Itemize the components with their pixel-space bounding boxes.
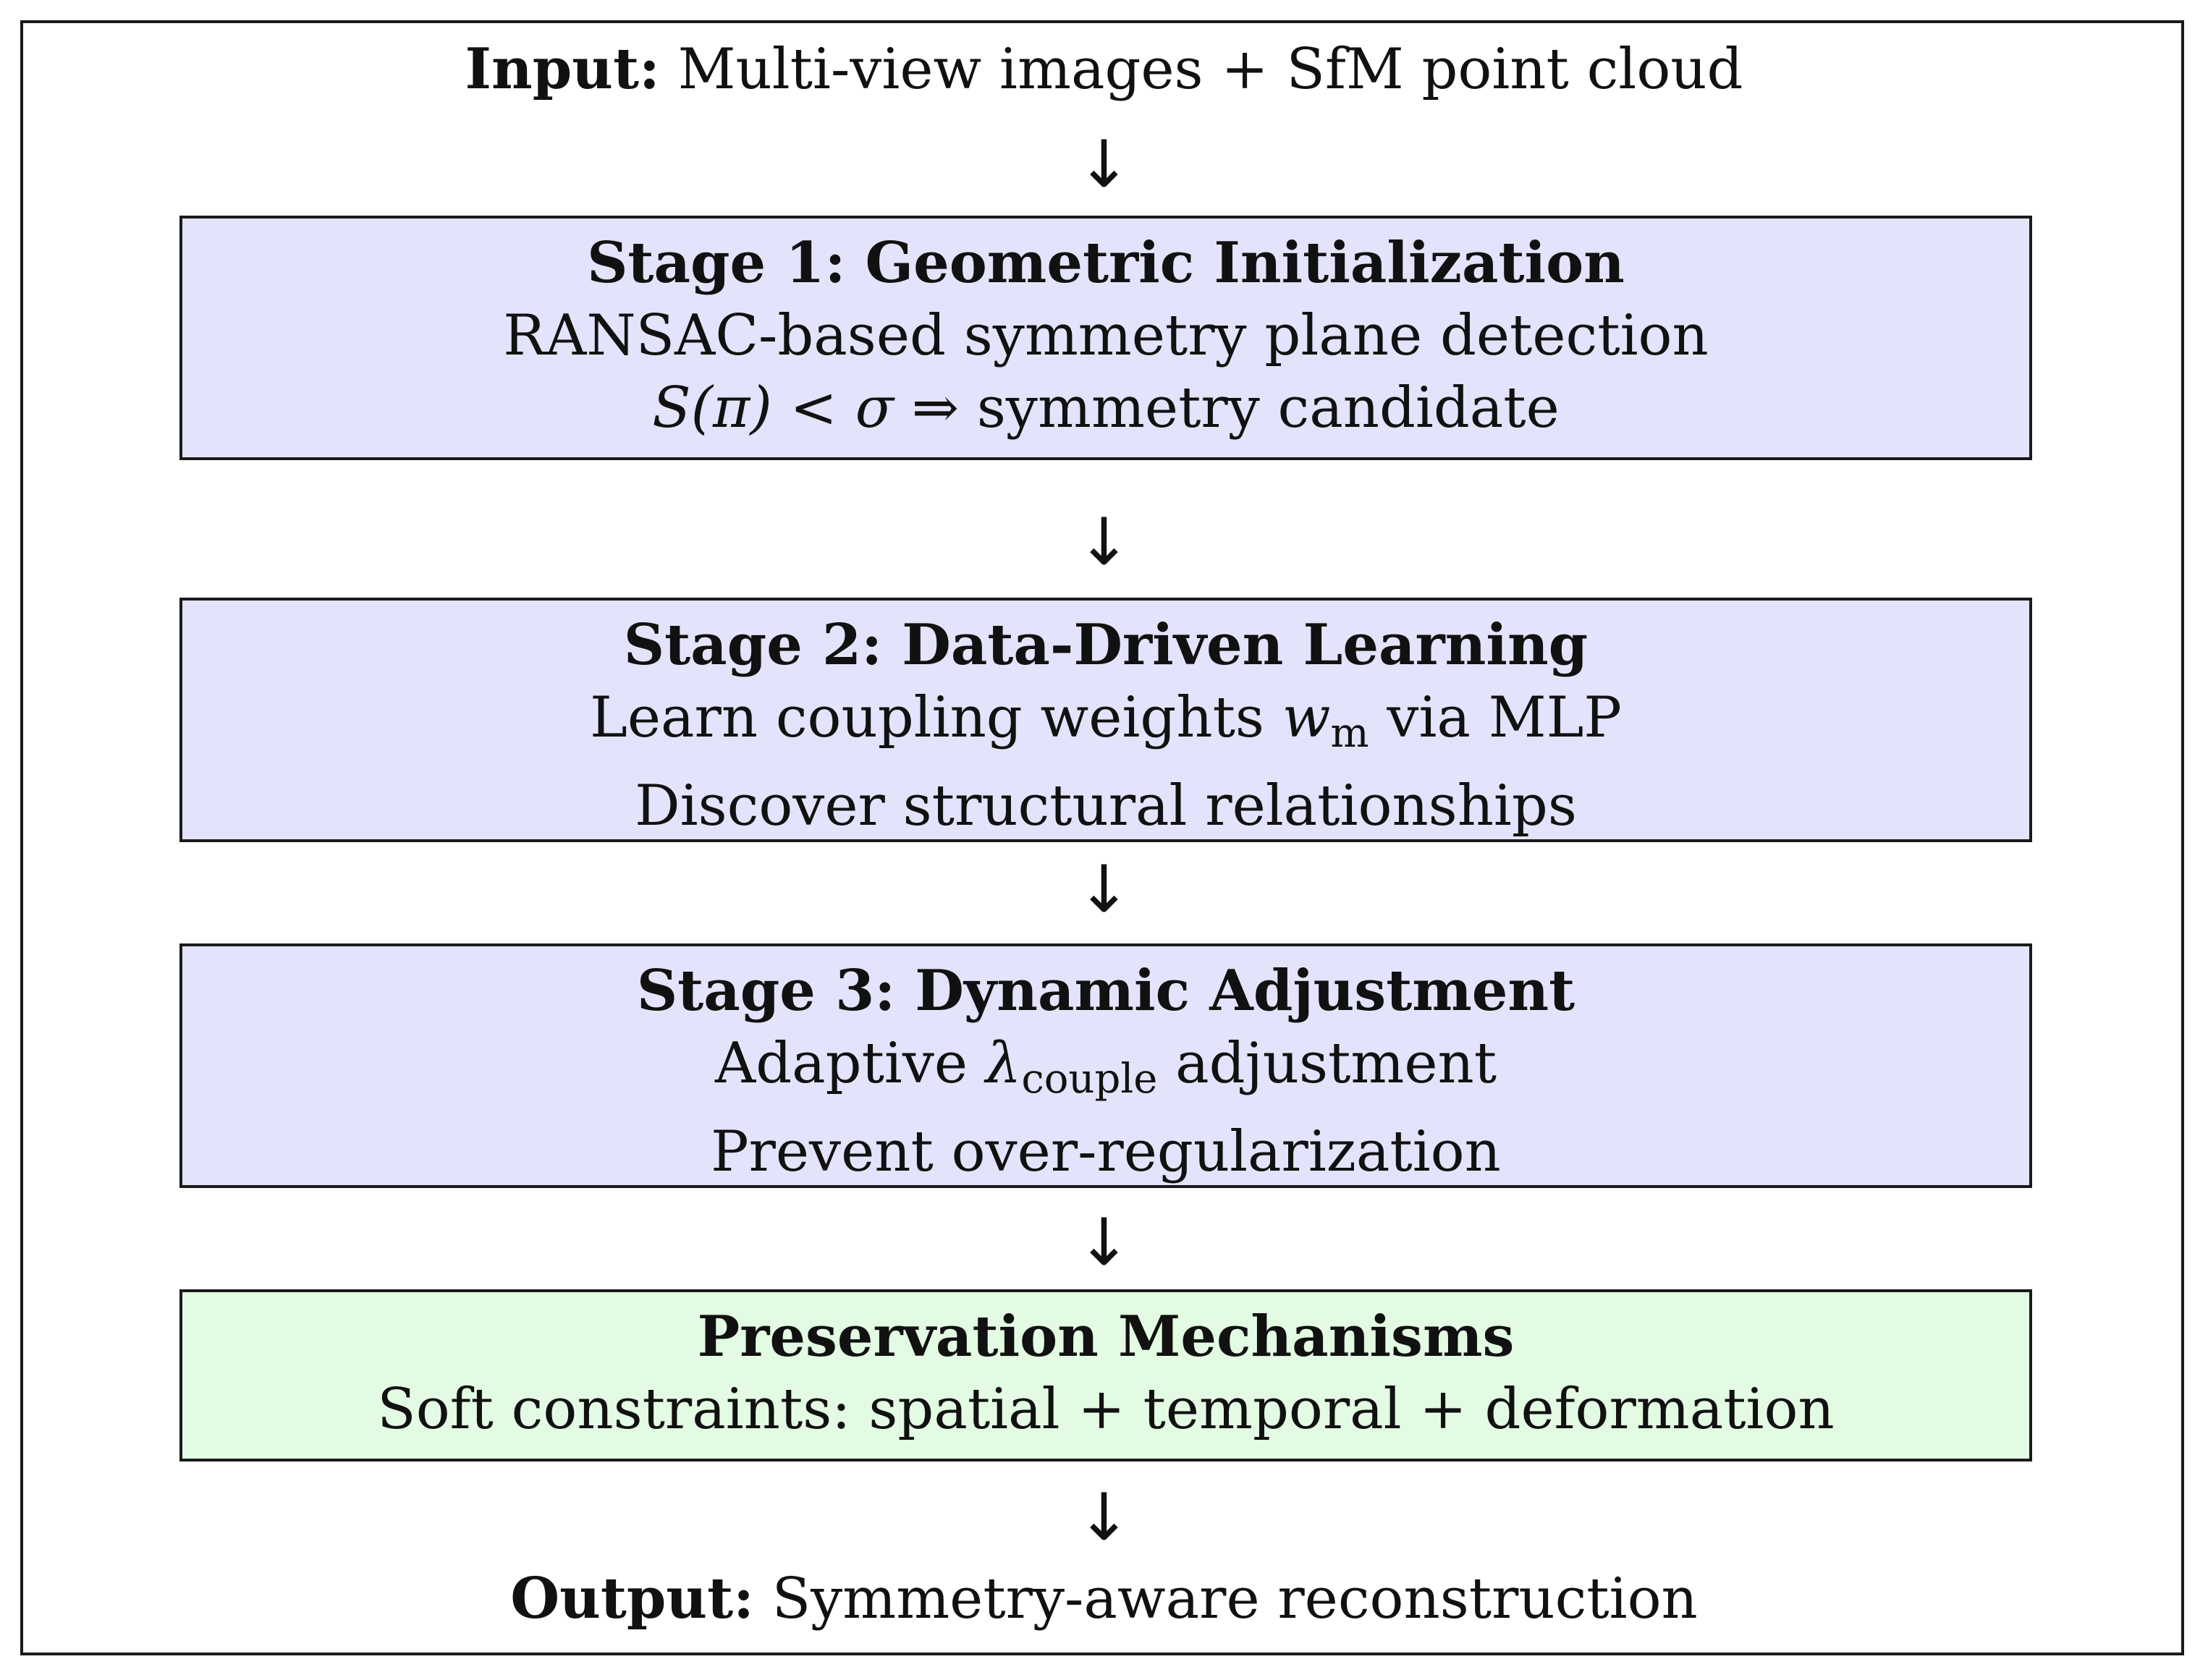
stage-1-line2-text: symmetry candidate [976, 376, 1560, 441]
diagram-frame [20, 20, 2184, 1655]
arrow-icon: ↓ [1076, 1480, 1132, 1556]
stage-3-line2: Prevent over-regularization [711, 1119, 1501, 1184]
stage-1-title: Stage 1: Geometric Initialization [587, 230, 1625, 296]
stage-3-lambda-subscript: couple [1021, 1056, 1158, 1103]
stage-1-box: Stage 1: Geometric Initialization RANSAC… [179, 216, 2032, 460]
stage-2-title: Stage 2: Data-Driven Learning [623, 612, 1589, 678]
stage-2-weight-subscript: m [1330, 710, 1369, 757]
arrow-icon: ↓ [1076, 852, 1132, 928]
stage-3-line1-pre: Adaptive [714, 1031, 968, 1096]
stage-2-box: Stage 2: Data-Driven Learning Learn coup… [179, 598, 2032, 842]
arrow-icon: ↓ [1076, 504, 1132, 580]
output-text: Symmetry-aware reconstruction [771, 1566, 1698, 1632]
stage-1-formula: S(π) < σ ⇒ [652, 376, 960, 441]
stage-2-weight-symbol: w [1282, 685, 1331, 750]
stage-1-line2: S(π) < σ ⇒ symmetry candidate [182, 372, 2029, 444]
stage-1-line1: RANSAC-based symmetry plane detection [503, 303, 1709, 368]
arrow-icon: ↓ [1076, 1205, 1132, 1281]
preservation-title: Preservation Mechanisms [697, 1304, 1515, 1370]
output-line: Output: Symmetry-aware reconstruction [0, 1563, 2208, 1635]
preservation-box: Preservation Mechanisms Soft constraints… [179, 1289, 2032, 1461]
stage-2-line1-pre: Learn coupling weights [590, 685, 1264, 750]
arrow-icon: ↓ [1076, 127, 1132, 203]
stage-3-title: Stage 3: Dynamic Adjustment [636, 958, 1575, 1024]
stage-2-line1: Learn coupling weights wm via MLP [182, 682, 2029, 770]
input-line: Input: Multi-view images + SfM point clo… [0, 33, 2208, 106]
stage-2-line2: Discover structural relationships [635, 773, 1577, 839]
stage-3-lambda-symbol: λ [985, 1031, 1022, 1096]
output-label: Output: [510, 1566, 754, 1632]
preservation-line1: Soft constraints: spatial + temporal + d… [377, 1377, 1835, 1442]
stage-2-line1-post: via MLP [1387, 685, 1622, 750]
input-label: Input: [465, 36, 660, 102]
stage-3-line1-post: adjustment [1175, 1031, 1497, 1096]
stage-3-line1: Adaptive λcouple adjustment [182, 1027, 2029, 1116]
input-text: Multi-view images + SfM point cloud [677, 37, 1743, 102]
stage-3-box: Stage 3: Dynamic Adjustment Adaptive λco… [179, 943, 2032, 1188]
